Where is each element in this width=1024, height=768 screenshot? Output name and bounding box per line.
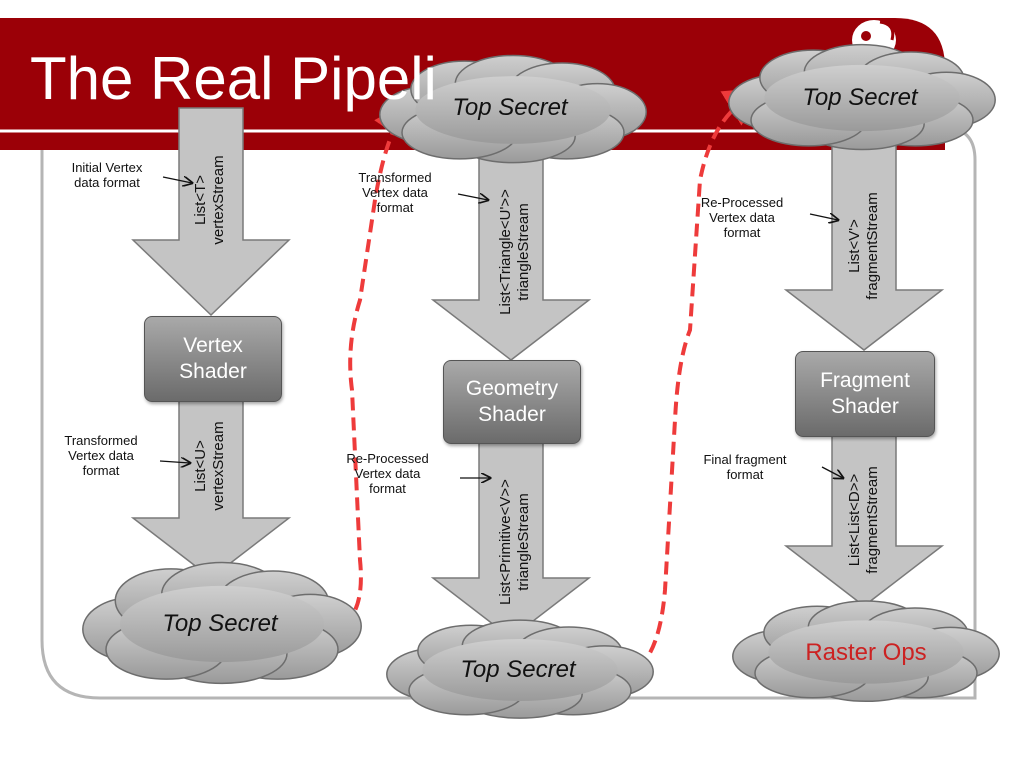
stream-name: triangleStream [515,493,532,591]
stream-label-vertex-out: List<U> vertexStream [192,401,228,531]
slide-title: The Real Pipeli [30,45,437,112]
stream-type: List<T> [192,174,209,226]
stream-arrow-vertex-out [130,399,292,579]
stream-arrow-vertex-in [131,107,291,317]
stream-arrow-fragment-in [783,139,945,351]
stream-name: vertexStream [210,421,227,511]
stream-arrow-geometry-out [430,441,592,639]
stream-type: List<U> [192,440,209,492]
shader-label: Geometry Shader [465,377,559,426]
top-secret-cloud-2 [386,619,654,719]
stream-type: List<List<D>> [846,473,863,567]
cloud-label-top-3: Top Secret [802,84,918,111]
top-secret-cloud-1 [82,561,362,685]
shader-label: Fragment Shader [820,369,910,418]
fragment-shader-box: Fragment Shader [795,351,935,437]
stream-label-fragment-in: List<V'> fragmentStream [846,181,882,311]
raster-ops-cloud [732,600,1000,703]
input-label-vertex: Initial Vertex data format [71,160,143,190]
stream-type: List<Triangle<U'>> [497,189,514,315]
cloud-label-2: Top Secret [460,656,576,683]
cloud-label-1: Top Secret [162,610,278,637]
input-label-geometry: Transformed Vertex data format [358,170,432,215]
stream-label-geometry-in: List<Triangle<U'>> triangleStream [497,167,533,337]
shader-label: Vertex Shader [179,334,247,383]
dashed-arrow-1 [341,98,414,627]
pointer-vertex-in [162,177,192,183]
output-label-fragment: Final fragment format [703,452,787,482]
stream-label-fragment-out: List<List<D>> fragmentStream [846,445,882,595]
stream-name: triangleStream [515,203,532,301]
pointer-geometry-in [457,194,488,200]
stream-arrow-fragment-out [783,434,945,607]
cloud-label-raster: Raster Ops [805,639,927,666]
top-secret-cloud-top-2 [379,54,647,164]
pointer-fragment-in [809,214,838,220]
top-secret-cloud-top-3 [728,43,996,151]
cloud-label-top-2: Top Secret [452,94,568,121]
stream-name: vertexStream [210,155,227,245]
dashed-arrow-2 [636,87,766,670]
stream-type: List<Primitive<V>> [497,479,514,605]
stream-label-vertex-in: List<T> vertexStream [192,135,228,265]
pointer-fragment-out [821,466,843,478]
stream-type: List<V'> [846,219,863,273]
stream-name: fragmentStream [864,466,881,574]
output-label-vertex: Transformed Vertex data format [64,433,138,478]
geometry-shader-box: Geometry Shader [443,360,581,444]
input-label-fragment: Re-Processed Vertex data format [700,195,784,240]
stream-label-geometry-out: List<Primitive<V>> triangleStream [497,457,533,627]
vertex-shader-box: Vertex Shader [144,316,282,402]
output-label-geometry: Re-Processed Vertex data format [346,451,429,496]
stream-name: fragmentStream [864,192,881,300]
pointer-vertex-out [159,461,190,463]
stream-arrow-geometry-in [430,149,592,361]
